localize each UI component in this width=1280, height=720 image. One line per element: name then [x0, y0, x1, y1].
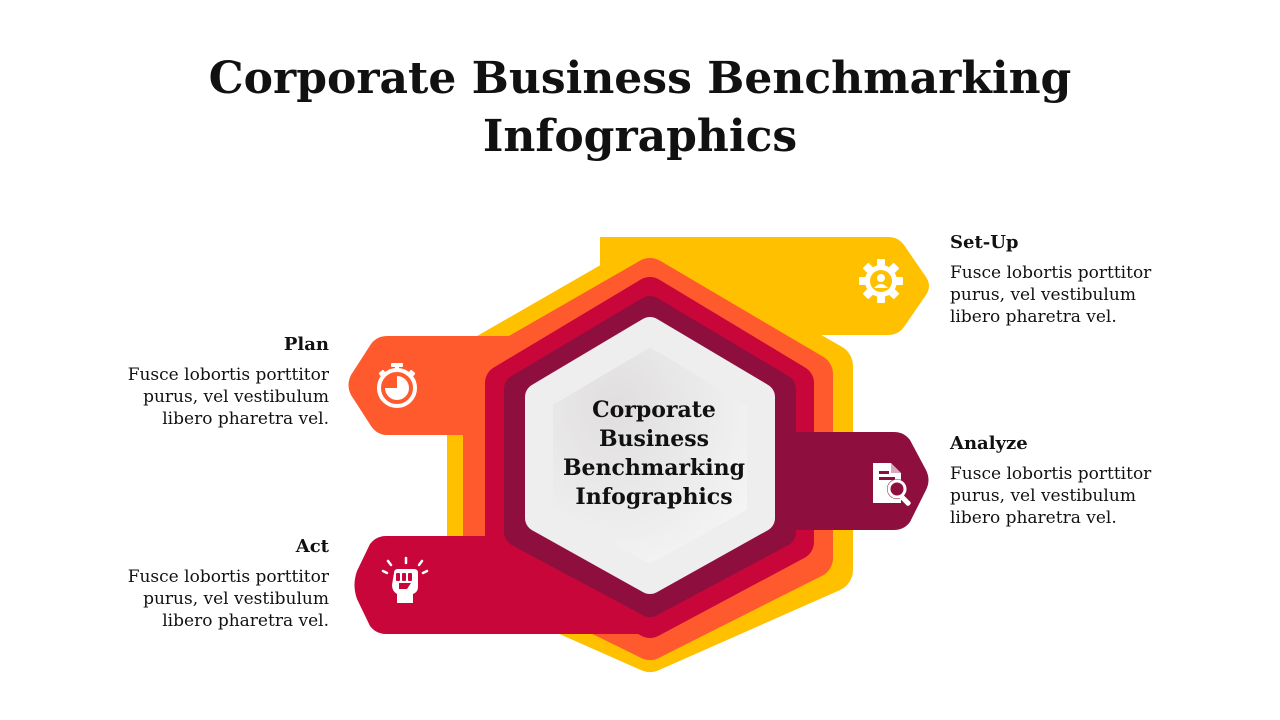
- act-description: Fusce lobortis porttitor purus, vel vest…: [127, 567, 329, 631]
- setup-heading: Set-Up: [950, 232, 1019, 253]
- document-search-icon: [873, 463, 911, 506]
- gear-person-icon: [859, 259, 903, 303]
- center-label-line: Benchmarking: [562, 455, 746, 481]
- analyze-description: Fusce lobortis porttitor purus, vel vest…: [950, 464, 1152, 528]
- plan-description: Fusce lobortis porttitor purus, vel vest…: [127, 365, 329, 429]
- stopwatch-icon: [377, 363, 417, 408]
- title-line-1: Corporate Business Benchmarking: [208, 53, 1072, 104]
- act-heading: Act: [295, 536, 329, 557]
- page-title: Corporate Business Benchmarking Infograp…: [0, 50, 1280, 166]
- center-hexagon: [525, 317, 775, 594]
- raised-fist-icon: [381, 556, 429, 603]
- center-label-line: Business: [598, 426, 710, 452]
- setup-description: Fusce lobortis porttitor purus, vel vest…: [950, 263, 1152, 327]
- center-label-line: Corporate: [592, 397, 716, 423]
- center-label: Corporate Business Benchmarking Infograp…: [549, 396, 759, 512]
- title-line-2: Infographics: [482, 111, 798, 162]
- analyze-heading: Analyze: [950, 433, 1028, 454]
- plan-heading: Plan: [283, 334, 329, 355]
- center-label-line: Infographics: [575, 484, 733, 510]
